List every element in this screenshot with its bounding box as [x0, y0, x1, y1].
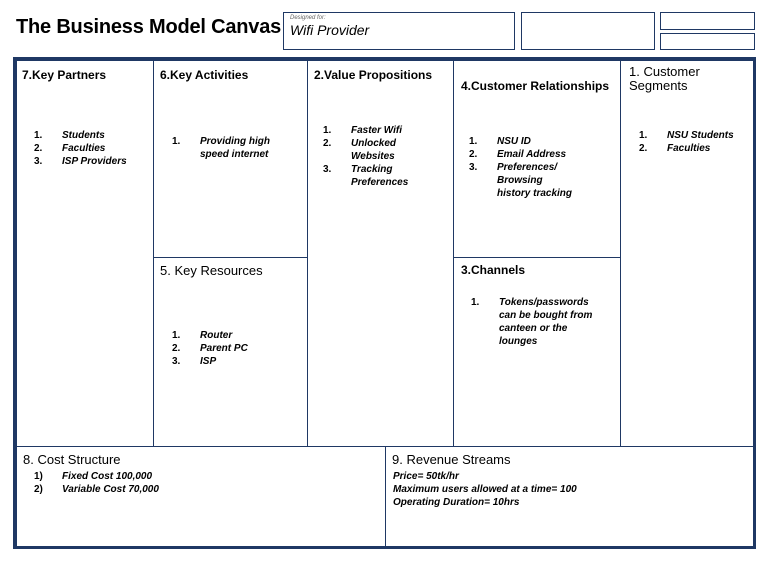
list-item: 3.Preferences/ Browsing history tracking [469, 162, 573, 199]
list-item: 3.ISP [172, 356, 217, 367]
customer-relationships-list: 1.NSU ID 2.Email Address 3.Preferences/ … [469, 135, 584, 200]
date-box[interactable] [660, 12, 755, 30]
channels-list: 1.Tokens/passwords can be bought from ca… [471, 296, 599, 348]
key-resources-list: 1.Router 2.Parent PC 3.ISP [172, 329, 282, 368]
key-activities-section: 6.Key Activities 1.Providing high speed … [153, 60, 308, 258]
cost-structure-list: 1)Fixed Cost 100,000 2)Variable Cost 70,… [34, 470, 234, 496]
channels-section: 3.Channels 1.Tokens/passwords can be bou… [453, 257, 621, 447]
value-propositions-list: 1.Faster Wifi 2.Unlocked Websites 3.Trac… [323, 124, 423, 189]
list-item: 1.Faster Wifi [323, 125, 403, 136]
list-item: 2.Faculties [34, 143, 106, 154]
list-item: 1.Router [172, 330, 233, 341]
value-propositions-title: 2.Value Propositions [314, 68, 433, 82]
designed-for-label: Designed for: [290, 15, 326, 21]
key-activities-title: 6.Key Activities [160, 68, 249, 82]
cost-structure-title: 8. Cost Structure [23, 452, 121, 467]
customer-relationships-section: 4.Customer Relationships 1.NSU ID 2.Emai… [453, 60, 621, 258]
key-resources-title: 5. Key Resources [160, 263, 263, 278]
designed-for-box[interactable]: Designed for: Wifi Provider [283, 12, 515, 50]
key-partners-title: 7.Key Partners [22, 68, 107, 82]
list-item: 1.Students [34, 130, 105, 141]
list-item: 2.Parent PC [172, 343, 248, 354]
list-item: 3.ISP Providers [34, 156, 127, 167]
designed-for-value: Wifi Provider [290, 22, 370, 38]
page-title: The Business Model Canvas [16, 16, 282, 38]
designed-by-box[interactable] [521, 12, 655, 50]
revenue-streams-section: 9. Revenue Streams Price= 50tk/hr Maximu… [385, 446, 756, 549]
list-item: 3.Tracking Preferences [323, 164, 409, 188]
cost-structure-section: 8. Cost Structure 1)Fixed Cost 100,000 2… [16, 446, 386, 549]
list-item: 1)Fixed Cost 100,000 [34, 471, 153, 482]
key-activities-list: 1.Providing high speed internet [172, 135, 282, 161]
price-line: Price= 50tk/hr [393, 471, 459, 482]
channels-title: 3.Channels [461, 263, 526, 277]
key-resources-section: 5. Key Resources 1.Router 2.Parent PC 3.… [153, 257, 308, 447]
customer-segments-title: 1. Customer Segments [629, 64, 700, 93]
list-item: 2.Unlocked Websites [323, 138, 397, 162]
customer-segments-section: 1. Customer Segments 1.NSU Students 2.Fa… [620, 60, 756, 447]
customer-relationships-title: 4.Customer Relationships [461, 79, 610, 93]
business-model-canvas: 7.Key Partners 1.Students 2.Faculties 3.… [13, 57, 756, 549]
operating-duration-line: Operating Duration= 10hrs [393, 497, 520, 508]
list-item: 1.Tokens/passwords can be bought from ca… [471, 297, 593, 347]
revenue-streams-details: Price= 50tk/hr Maximum users allowed at … [393, 470, 693, 509]
key-partners-section: 7.Key Partners 1.Students 2.Faculties 3.… [16, 60, 154, 447]
max-users-line: Maximum users allowed at a time= 100 [393, 484, 577, 495]
list-item: 1.Providing high speed internet [172, 136, 270, 160]
list-item: 1.NSU ID [469, 136, 531, 147]
revenue-streams-title: 9. Revenue Streams [392, 452, 511, 467]
key-partners-list: 1.Students 2.Faculties 3.ISP Providers [34, 129, 149, 168]
list-item: 2)Variable Cost 70,000 [34, 484, 159, 495]
list-item: 2.Faculties [639, 143, 711, 154]
customer-segments-list: 1.NSU Students 2.Faculties [639, 129, 754, 155]
list-item: 2.Email Address [469, 149, 567, 160]
value-propositions-section: 2.Value Propositions 1.Faster Wifi 2.Unl… [307, 60, 454, 447]
list-item: 1.NSU Students [639, 130, 734, 141]
version-box[interactable] [660, 33, 755, 50]
